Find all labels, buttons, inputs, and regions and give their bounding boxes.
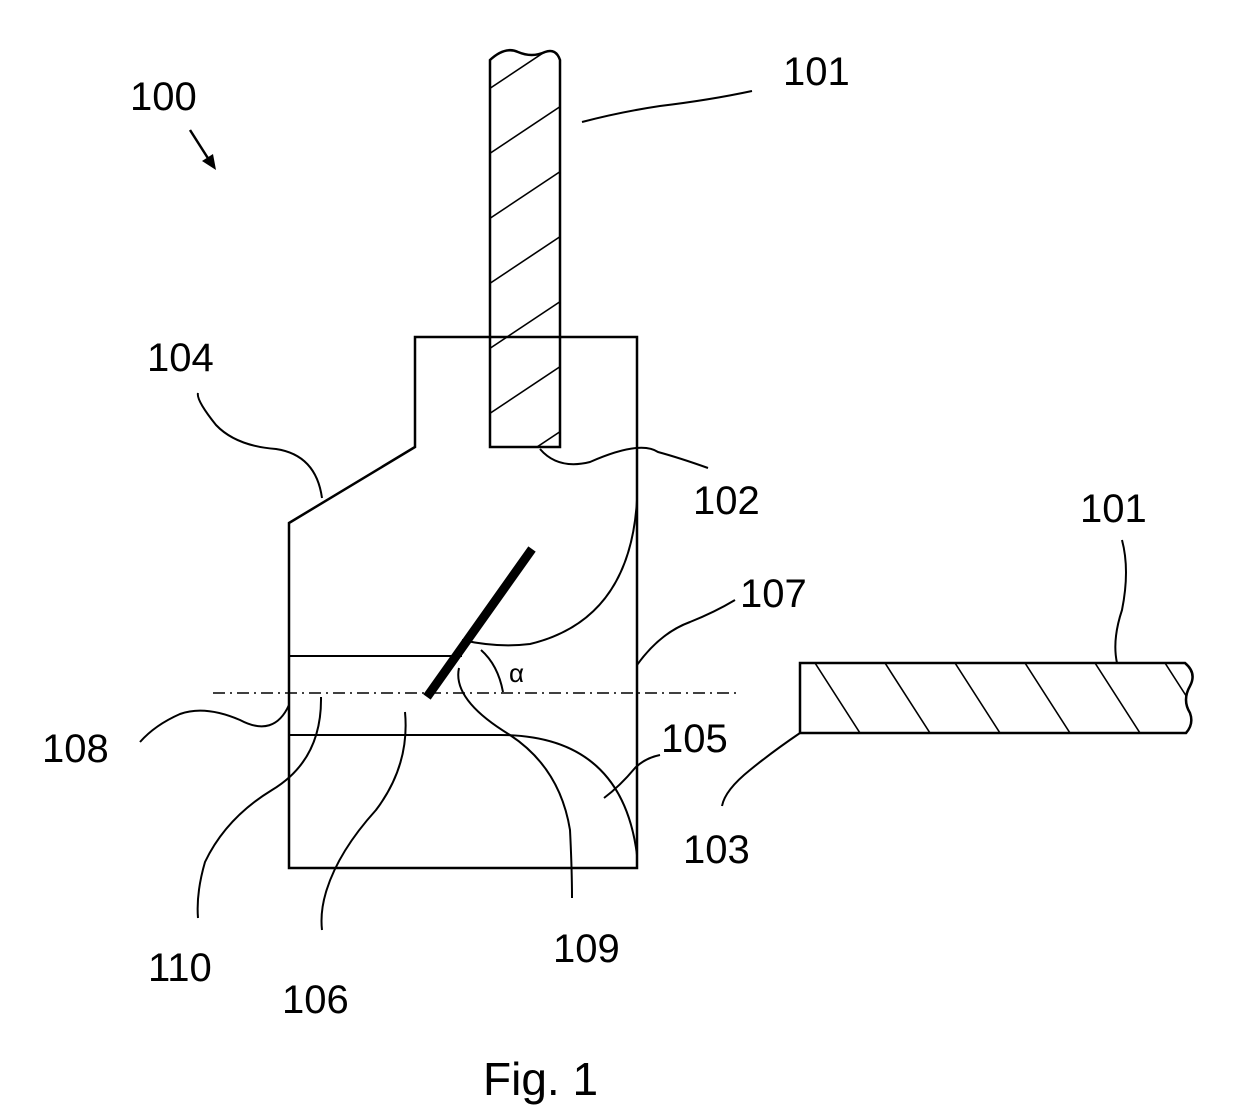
leader-103 bbox=[722, 733, 800, 806]
label-104: 104 bbox=[147, 336, 214, 380]
label-108: 108 bbox=[42, 727, 109, 771]
leader-102 bbox=[540, 448, 708, 468]
label-101-top: 101 bbox=[783, 50, 850, 94]
label-105: 105 bbox=[661, 717, 728, 761]
right-fiber bbox=[800, 663, 1210, 733]
leader-104 bbox=[198, 393, 322, 498]
label-101-right: 101 bbox=[1080, 487, 1147, 531]
alpha-symbol: α bbox=[509, 658, 524, 688]
label-110: 110 bbox=[148, 946, 212, 990]
leader-109 bbox=[458, 668, 572, 898]
label-109: 109 bbox=[553, 927, 620, 971]
leader-107 bbox=[637, 600, 735, 665]
arrow-icon bbox=[190, 130, 216, 170]
leader-101-right bbox=[1115, 540, 1126, 663]
alpha-arc bbox=[481, 650, 503, 692]
leader-106 bbox=[322, 712, 406, 930]
label-100: 100 bbox=[130, 75, 197, 119]
leader-110 bbox=[198, 697, 321, 918]
top-fiber bbox=[480, 35, 570, 485]
label-103: 103 bbox=[683, 828, 750, 872]
leader-101-top bbox=[582, 91, 752, 122]
channel-bottom-line bbox=[289, 735, 637, 855]
figure-caption: Fig. 1 bbox=[483, 1053, 598, 1105]
leader-108 bbox=[140, 705, 289, 742]
housing-outline bbox=[289, 337, 637, 868]
label-106: 106 bbox=[282, 978, 349, 1022]
leader-105 bbox=[604, 755, 660, 798]
label-107: 107 bbox=[740, 572, 807, 616]
upper-curve bbox=[462, 500, 637, 645]
label-102: 102 bbox=[693, 479, 760, 523]
